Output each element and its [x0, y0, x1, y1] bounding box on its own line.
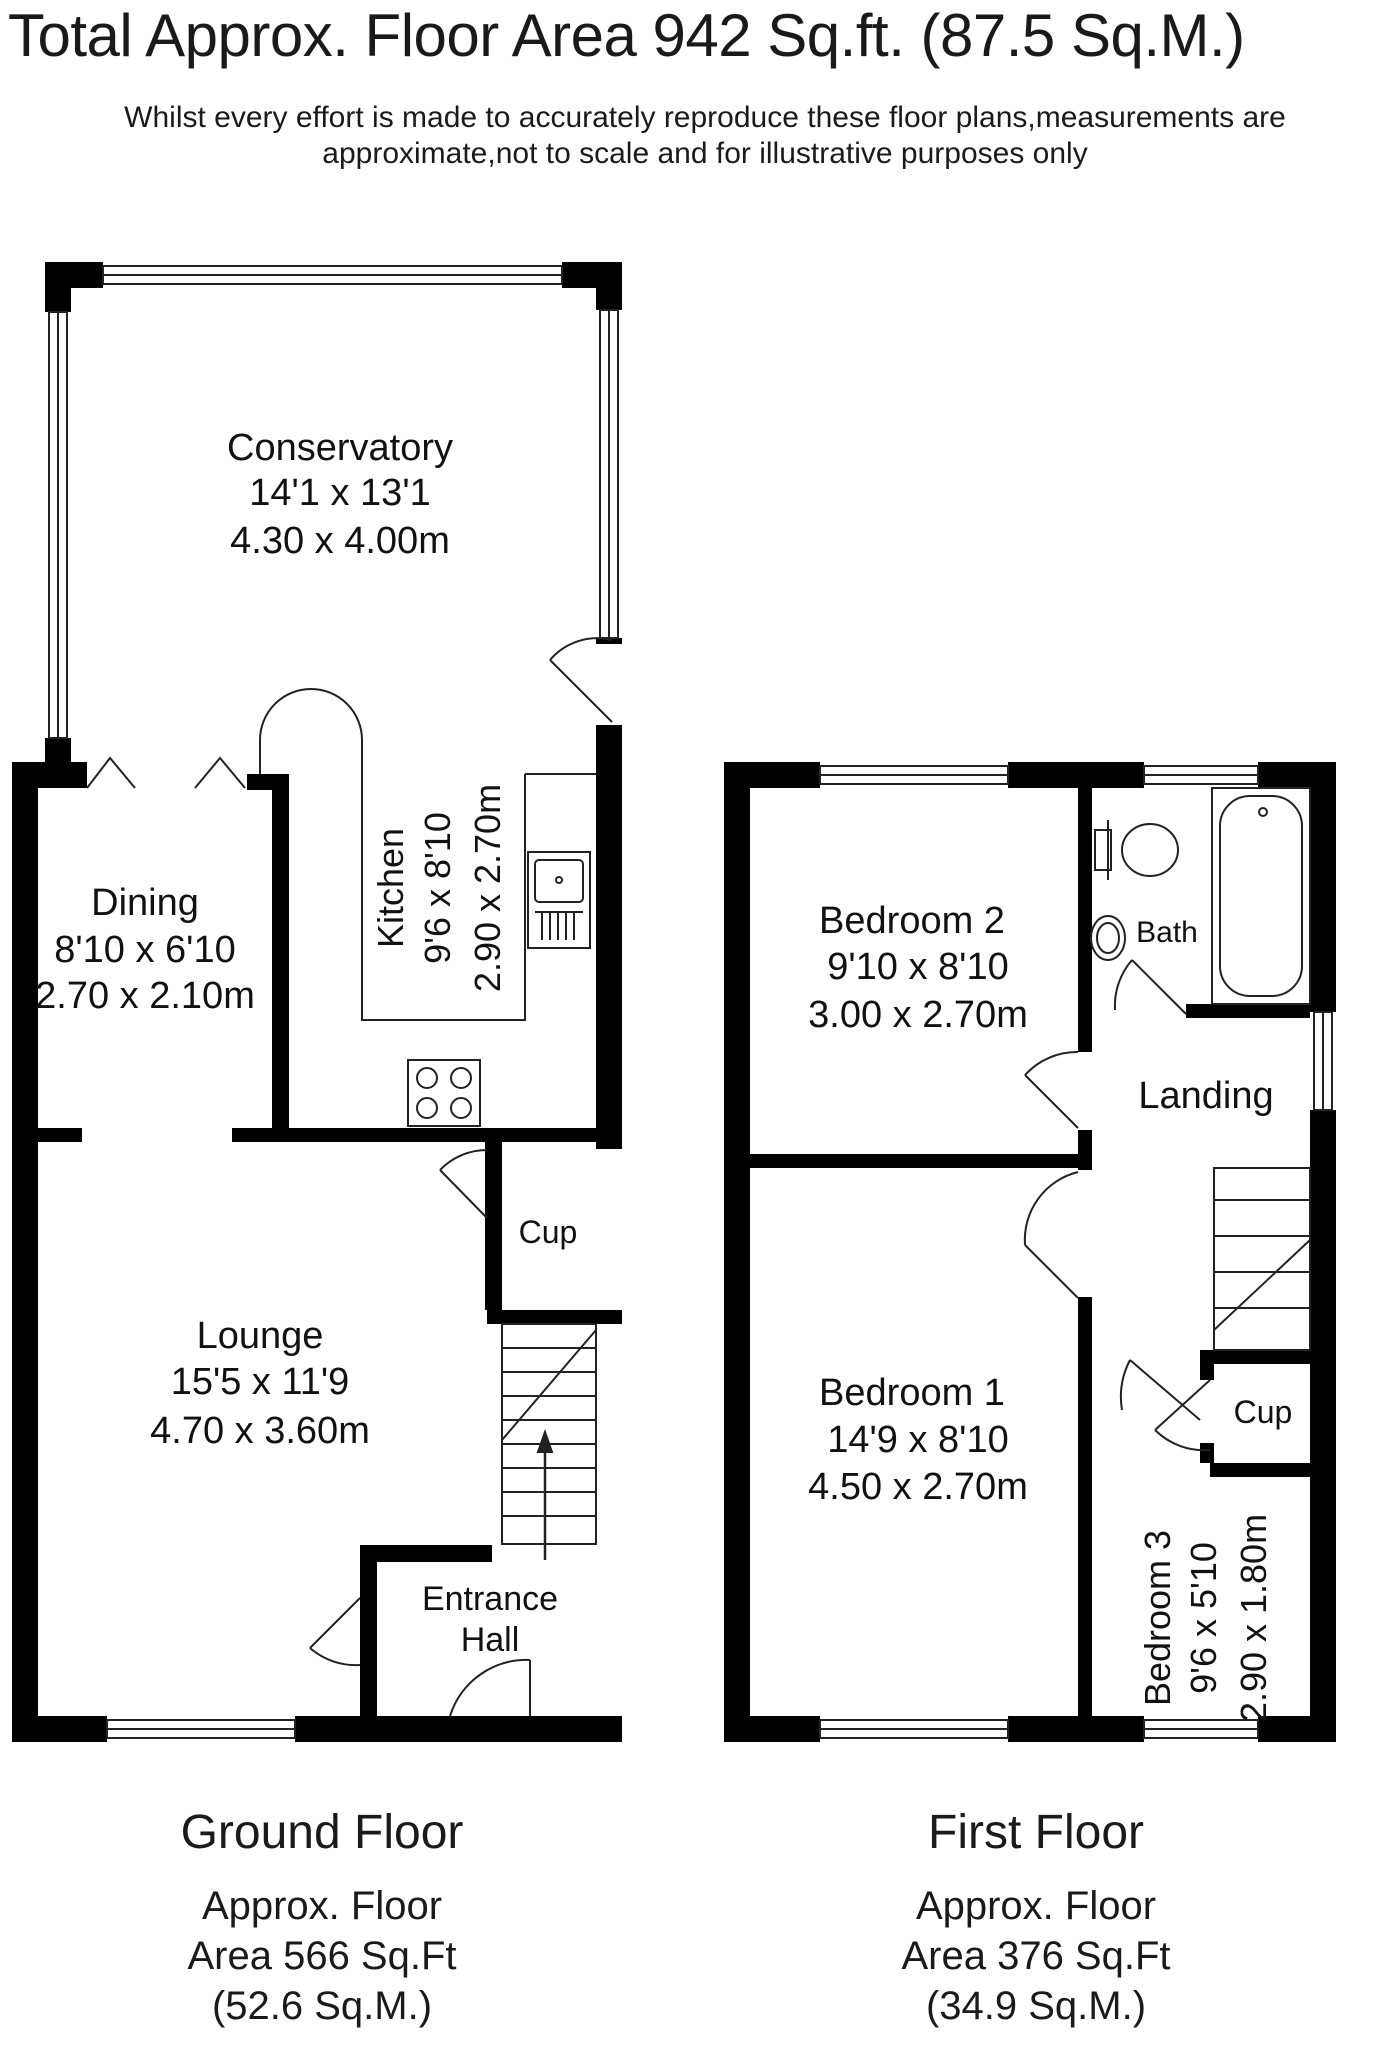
kitchen-metric: 2.90 x 2.70m	[467, 784, 508, 992]
bedroom3-label: Bedroom 3	[1137, 1530, 1178, 1706]
lounge-walls	[12, 1142, 622, 1742]
ground-floor-plan: Conservatory 14'1 x 13'1 4.30 x 4.00m Di…	[12, 262, 622, 1742]
bedroom3-metric: 2.90 x 1.80m	[1233, 1514, 1274, 1722]
bathroom-fittings	[1090, 787, 1311, 1005]
bedroom1-metric: 4.50 x 2.70m	[808, 1466, 1028, 1508]
entrance-hall-label-1: Entrance	[422, 1580, 558, 1618]
bedroom1-label: Bedroom 1	[819, 1372, 1005, 1414]
conservatory-imperial: 14'1 x 13'1	[249, 472, 430, 514]
first-floor-area-line-3: (34.9 Sq.M.)	[925, 1984, 1147, 2028]
first-floor-stairs	[1213, 1167, 1311, 1351]
first-floor-area-line-1: Approx. Floor	[915, 1884, 1157, 1928]
first-cup-label: Cup	[1234, 1394, 1293, 1430]
kitchen-label: Kitchen	[370, 828, 411, 948]
conservatory-windows	[48, 265, 619, 739]
first-floor-caption: First Floor Approx. Floor Area 376 Sq.Ft…	[806, 1803, 1266, 2031]
lounge-metric: 4.70 x 3.60m	[150, 1410, 370, 1452]
bedroom1-imperial: 14'9 x 8'10	[827, 1419, 1008, 1461]
entrance-hall-label-2: Hall	[461, 1621, 520, 1659]
bedroom3-imperial: 9'6 x 5'10	[1183, 1542, 1224, 1694]
first-floor-doors	[1023, 959, 1211, 1452]
conservatory-label: Conservatory	[227, 427, 453, 469]
ground-floor-stairs	[501, 1323, 597, 1560]
first-floor-area-line-2: Area 376 Sq.Ft	[901, 1934, 1171, 1978]
first-floor-walls	[724, 762, 1336, 1742]
conservatory-door	[549, 637, 613, 723]
ground-floor-area-line-1: Approx. Floor	[201, 1884, 443, 1928]
bedroom2-imperial: 9'10 x 8'10	[827, 946, 1008, 988]
conservatory-metric: 4.30 x 4.00m	[230, 520, 450, 562]
page-title: Total Approx. Floor Area 942 Sq.ft. (87.…	[8, 2, 1245, 69]
dining-metric: 2.70 x 2.10m	[35, 975, 255, 1017]
lounge-window	[106, 1719, 296, 1739]
bedroom2-label: Bedroom 2	[819, 900, 1005, 942]
ground-floor-caption: Ground Floor Approx. Floor Area 566 Sq.F…	[92, 1803, 552, 2031]
lounge-label: Lounge	[197, 1315, 324, 1357]
disclaimer-line-2: approximate,not to scale and for illustr…	[322, 137, 1088, 170]
bath-label: Bath	[1136, 916, 1198, 949]
dining-walls	[12, 762, 622, 1742]
ground-cup-label: Cup	[519, 1214, 578, 1250]
first-floor-plan: Bedroom 2 9'10 x 8'10 3.00 x 2.70m Bath …	[724, 762, 1336, 1742]
first-floor-windows	[819, 765, 1333, 1739]
kitchen-fittings	[259, 688, 596, 1127]
dining-label: Dining	[91, 882, 199, 924]
ground-floor-name: Ground Floor	[180, 1806, 464, 1859]
ground-floor-doors	[309, 1148, 531, 1717]
ground-floor-area-line-2: Area 566 Sq.Ft	[187, 1934, 457, 1978]
dining-imperial: 8'10 x 6'10	[54, 929, 235, 971]
kitchen-imperial: 9'6 x 8'10	[417, 812, 458, 964]
disclaimer-line-1: Whilst every effort is made to accuratel…	[124, 101, 1286, 134]
lounge-imperial: 15'5 x 11'9	[171, 1361, 350, 1403]
dining-bifold-doors	[86, 756, 246, 789]
first-floor-name: First Floor	[928, 1806, 1144, 1859]
landing-label: Landing	[1138, 1075, 1273, 1117]
bedroom2-metric: 3.00 x 2.70m	[808, 994, 1028, 1036]
ground-floor-area-line-3: (52.6 Sq.M.)	[211, 1984, 433, 2028]
